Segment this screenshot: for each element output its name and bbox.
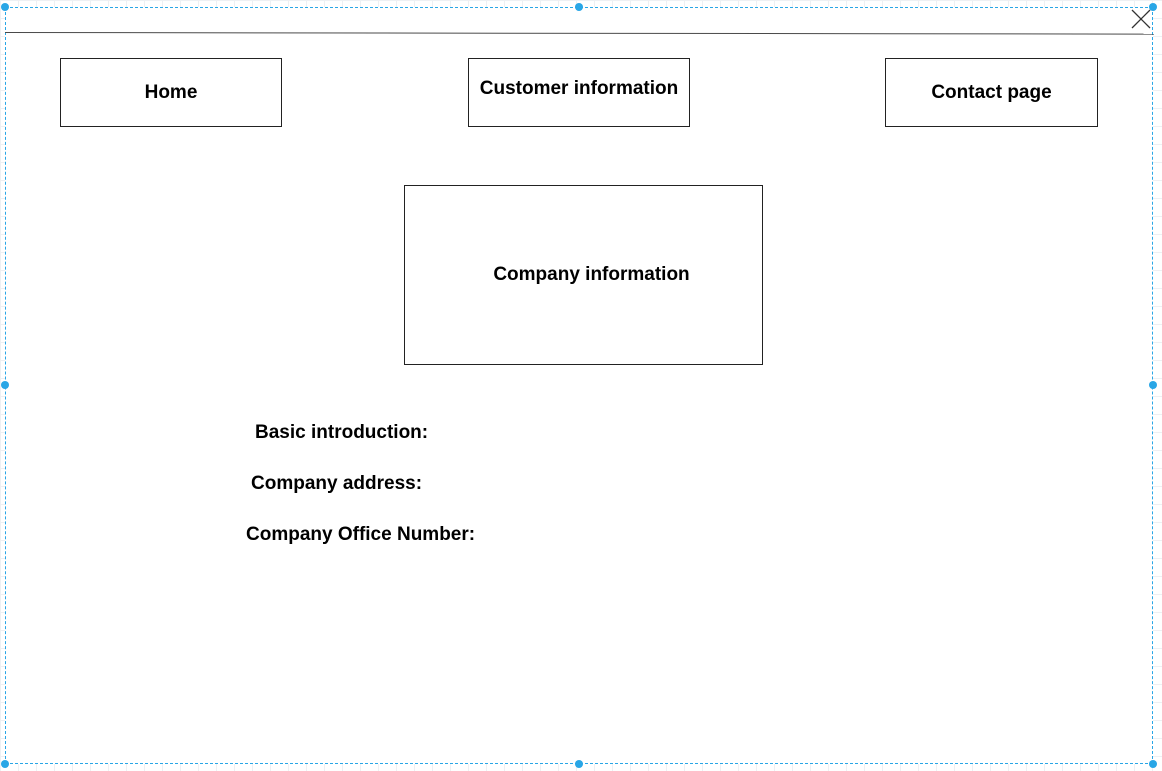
company-office-number-label: Company Office Number:: [246, 524, 476, 545]
resize-handle[interactable]: [1, 3, 9, 11]
company-address-label: Company address:: [251, 473, 423, 494]
customer-information-label: Customer information: [479, 78, 679, 99]
resize-handle[interactable]: [575, 3, 583, 11]
close-icon[interactable]: [1130, 8, 1152, 30]
contact-page-button[interactable]: Contact page: [885, 58, 1098, 127]
resize-handle[interactable]: [1, 760, 9, 768]
basic-introduction-label: Basic introduction:: [255, 422, 429, 443]
resize-handle[interactable]: [1149, 760, 1157, 768]
customer-information-button[interactable]: Customer information: [468, 58, 690, 127]
company-information-panel: Company information: [404, 185, 763, 365]
company-information-title: Company information: [493, 264, 690, 285]
home-button-label: Home: [144, 81, 198, 103]
resize-handle[interactable]: [1149, 3, 1157, 11]
resize-handle[interactable]: [1, 381, 9, 389]
home-button[interactable]: Home: [60, 58, 282, 127]
wireframe-window: [5, 7, 1153, 764]
resize-handle[interactable]: [575, 760, 583, 768]
contact-page-label: Contact page: [931, 81, 1052, 103]
resize-handle[interactable]: [1149, 381, 1157, 389]
